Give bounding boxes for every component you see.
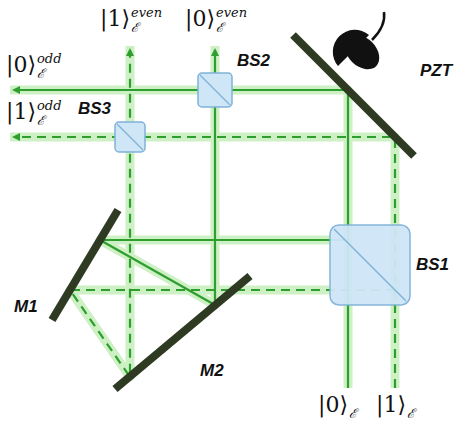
part-name: BS3	[78, 100, 111, 117]
beam-dashed	[14, 50, 395, 388]
parity-superscript: even	[216, 6, 247, 19]
mode-subscript: ℰ	[37, 114, 45, 127]
part-name: M1	[14, 298, 38, 315]
mirror-m2	[115, 276, 250, 389]
mode-subscript: ℰ	[37, 67, 45, 80]
mode-subscript: ℰ	[349, 407, 357, 420]
beam-splitter-bs2	[198, 73, 232, 107]
ket-state: |0⟩	[185, 8, 215, 30]
parity-superscript: even	[131, 6, 162, 19]
ket-state: |0⟩	[6, 54, 36, 76]
beam-glow	[10, 46, 395, 388]
part-name: BS2	[237, 52, 270, 69]
ket-state: |0⟩	[318, 394, 348, 416]
mode-subscript: ℰ	[407, 407, 415, 420]
ket-state: |1⟩	[6, 101, 36, 123]
part-name: PZT	[420, 62, 452, 79]
mode-subscript: ℰ	[216, 21, 224, 34]
beam-splitter-bs3	[115, 122, 145, 152]
part-name: BS1	[416, 256, 449, 273]
mirror-m1	[52, 210, 118, 320]
ket-state: |1⟩	[376, 394, 406, 416]
ket-state: |1⟩	[100, 8, 130, 30]
parity-superscript: odd	[37, 99, 61, 112]
beam-solid	[14, 50, 348, 388]
beam-splitter-bs1	[330, 225, 410, 305]
parity-superscript: odd	[37, 52, 61, 65]
piezo-actuator	[333, 12, 386, 76]
part-name: M2	[200, 362, 224, 379]
mode-subscript: ℰ	[131, 21, 139, 34]
